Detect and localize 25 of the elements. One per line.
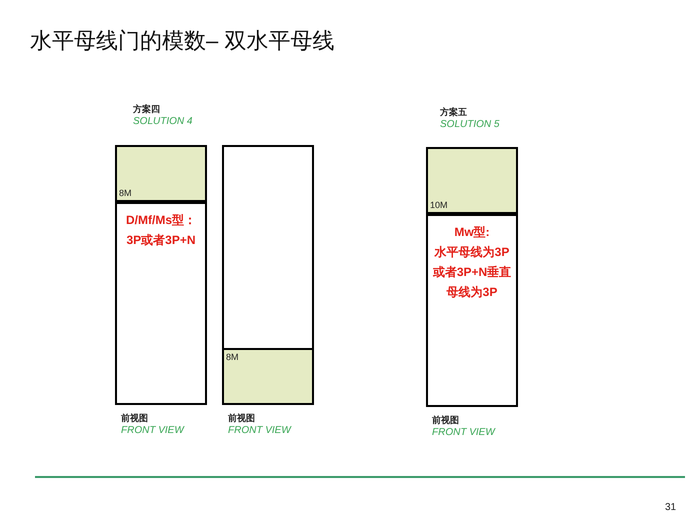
busbar-note: 3P或者3P+N — [125, 232, 197, 249]
page-title: 水平母线门的模数– 双水平母线 — [30, 27, 334, 55]
caption-english: FRONT VIEW — [228, 425, 291, 437]
scheme-subheading: SOLUTION 5 — [440, 119, 500, 131]
caption-chinese: 前视图 — [432, 415, 459, 426]
page-number: 31 — [665, 502, 676, 513]
cabinet-outline — [426, 147, 518, 407]
busbar-note: 水平母线为3P或者3P+N垂直母线为3P — [432, 244, 512, 301]
module-compartment — [117, 147, 205, 202]
cabinet-outline — [222, 145, 314, 405]
scheme-heading: 方案四 — [133, 104, 160, 115]
cabinet-outline — [115, 145, 207, 405]
module-compartment — [428, 149, 516, 214]
module-size: 8M — [119, 188, 132, 198]
caption-english: FRONT VIEW — [432, 427, 495, 439]
type-heading: Mw型: — [453, 224, 491, 241]
caption-chinese: 前视图 — [228, 413, 255, 424]
module-compartment — [224, 348, 312, 403]
caption-chinese: 前视图 — [121, 413, 148, 424]
scheme-subheading: SOLUTION 4 — [133, 116, 192, 128]
module-size: 10M — [430, 200, 448, 210]
module-size: 8M — [226, 352, 239, 362]
caption-english: FRONT VIEW — [121, 425, 184, 437]
type-heading: D/Mf/Ms型： — [125, 212, 197, 229]
scheme-heading: 方案五 — [440, 107, 467, 118]
